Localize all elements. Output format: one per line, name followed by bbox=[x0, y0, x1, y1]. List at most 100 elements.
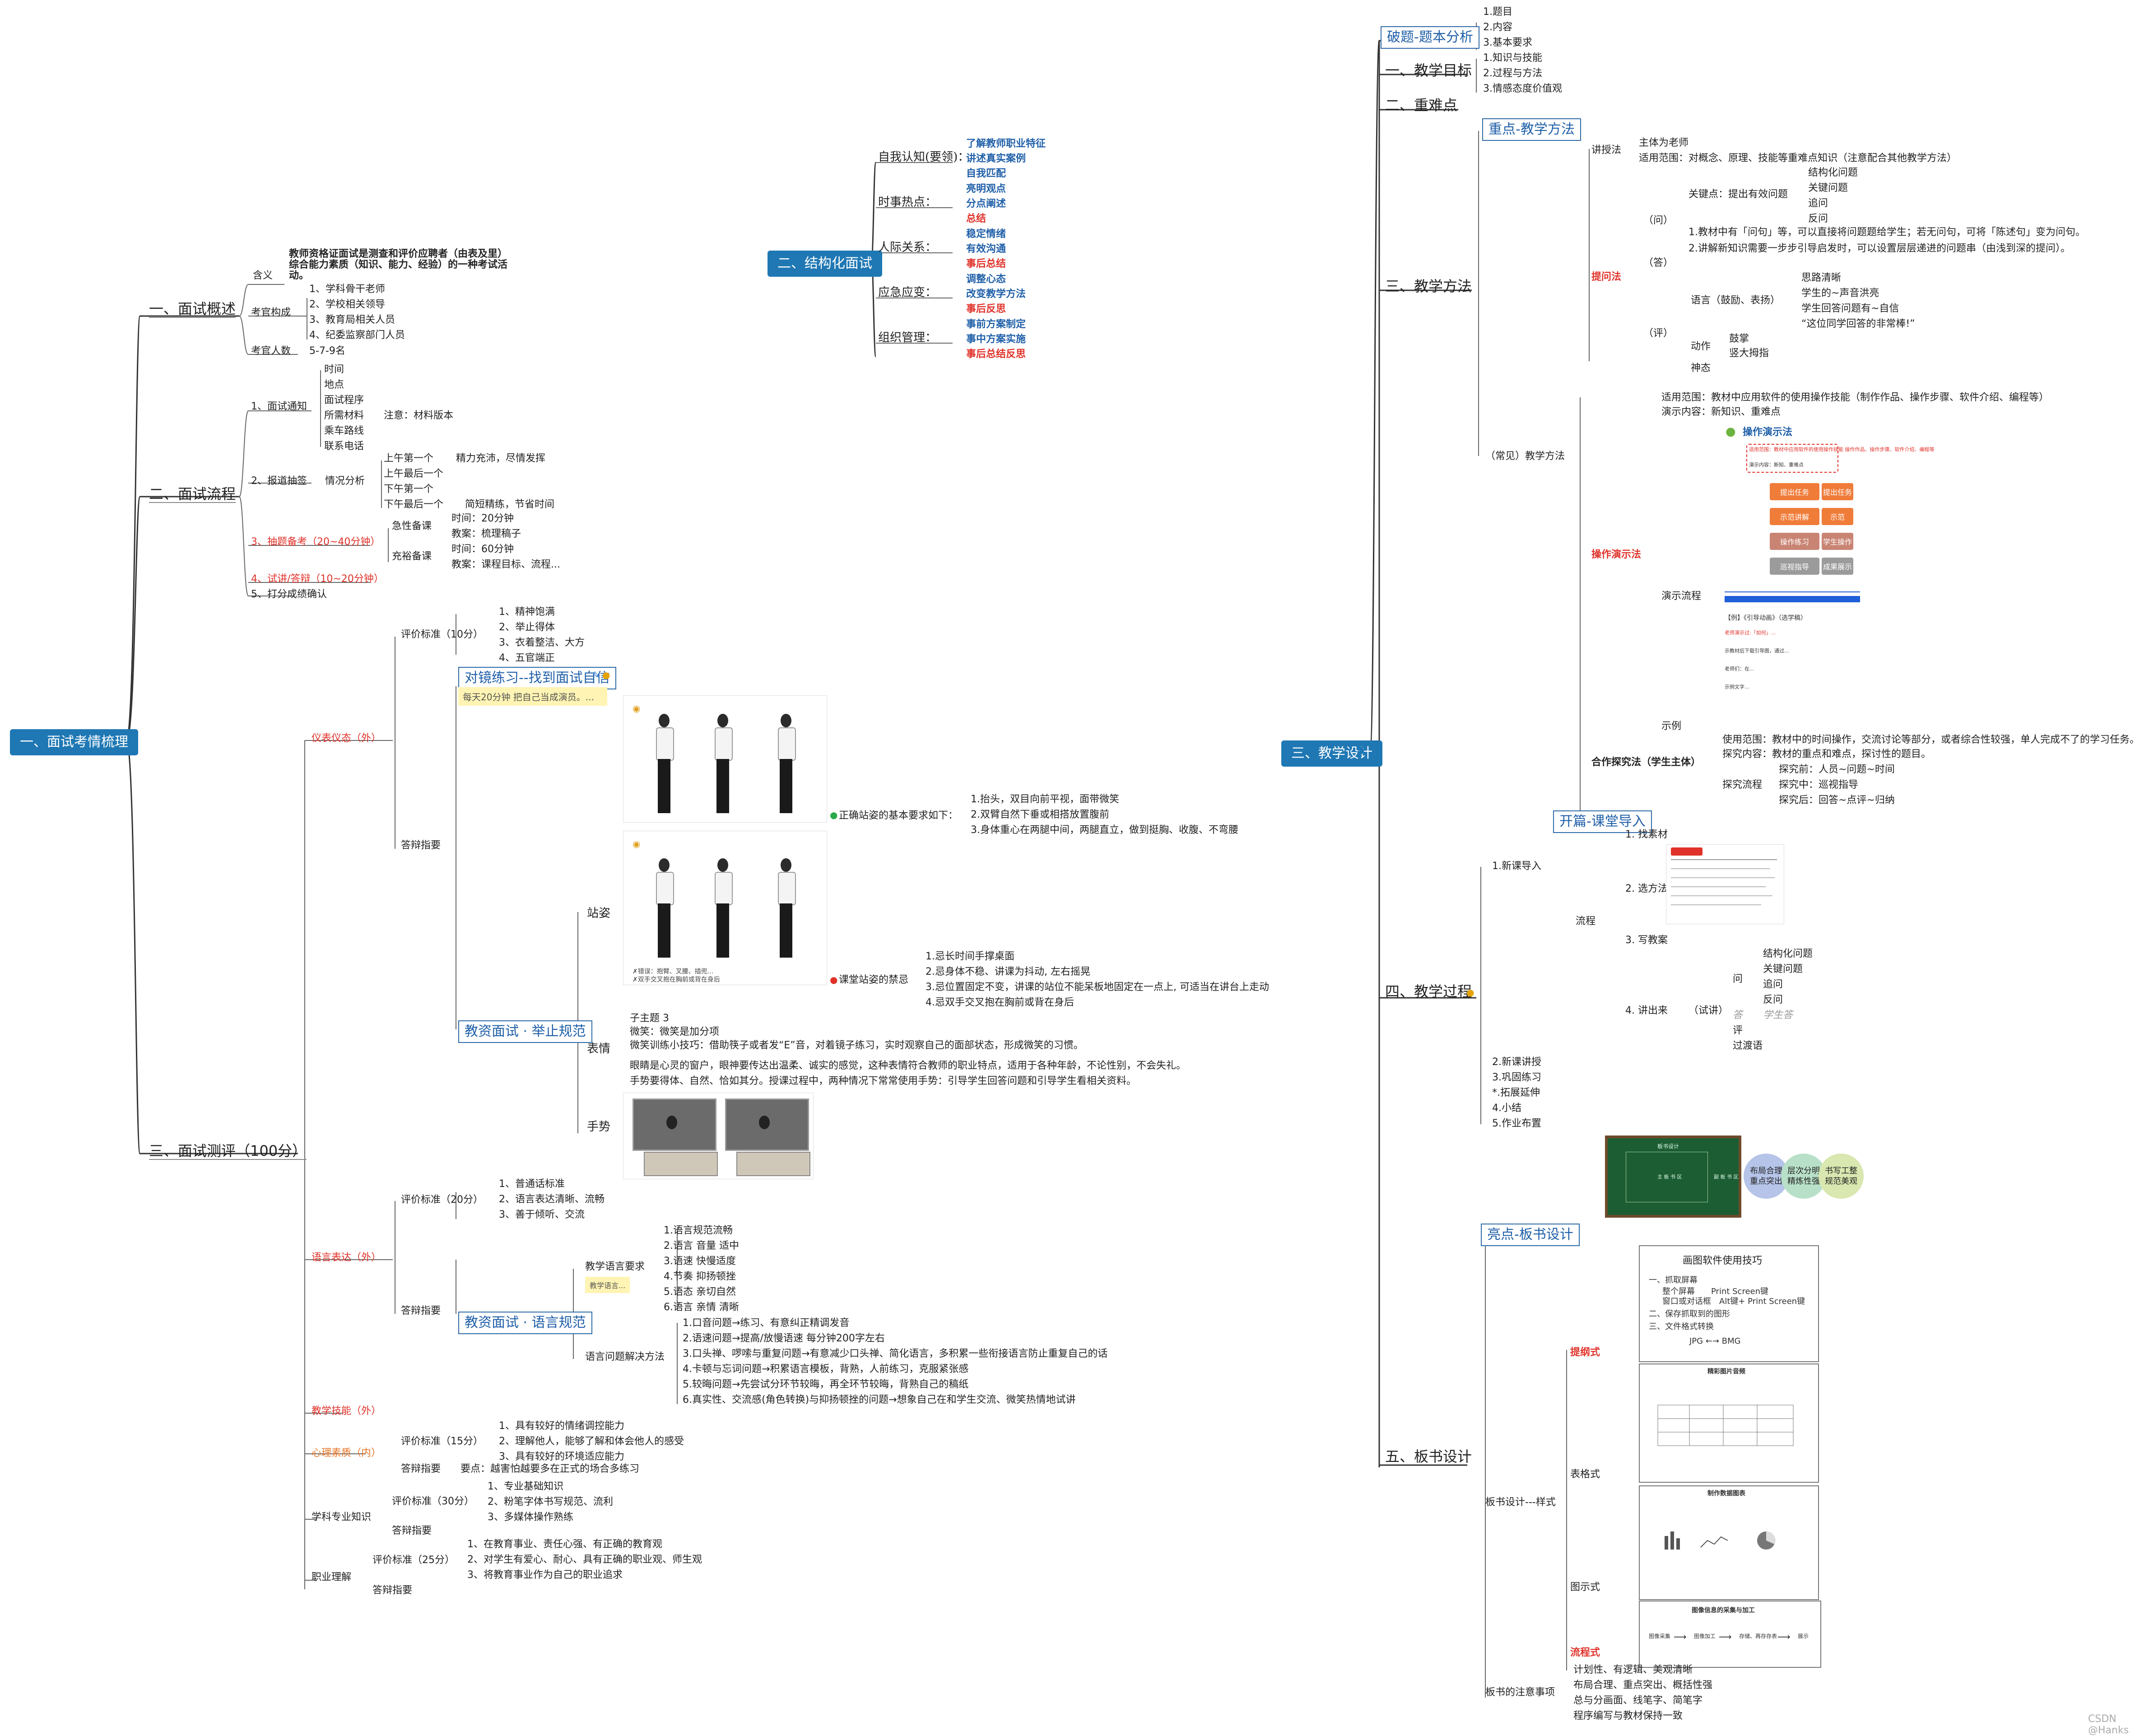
tongzhi-item: 时间 bbox=[324, 364, 344, 375]
mubiao[interactable]: 一、教学目标 bbox=[1385, 62, 1472, 79]
panel1-line: 整个屏幕 Print Screen键 bbox=[1662, 1287, 1769, 1296]
jixing: 急性备课 bbox=[392, 521, 432, 532]
liangdian-node[interactable]: 亮点-板书设计 bbox=[1481, 1224, 1580, 1246]
gj-item: 结构化问题 bbox=[1808, 167, 1858, 178]
da2: 答 bbox=[1733, 1010, 1743, 1021]
timeline-line bbox=[1725, 591, 1860, 592]
jinji: 课堂站姿的禁忌 bbox=[839, 974, 909, 986]
fangfa[interactable]: 三、教学方法 bbox=[1385, 278, 1472, 295]
dz-item: 鼓掌 bbox=[1729, 333, 1749, 344]
wen2-item: 反问 bbox=[1763, 994, 1783, 1005]
root-left-node[interactable]: 一、面试考情梳理 bbox=[10, 729, 138, 755]
bq-item: 子主题 3 bbox=[630, 1013, 669, 1024]
mid-group-item: 讲述真实案例 bbox=[966, 153, 1026, 164]
branch-process[interactable]: 二、面试流程 bbox=[149, 485, 236, 503]
shijiang: （试讲） bbox=[1688, 1005, 1729, 1016]
wenti-item: 2.语速问题→提高/放慢语速 每分钟200字左右 bbox=[683, 1333, 885, 1344]
guocheng-item: 4.小结 bbox=[1492, 1103, 1521, 1114]
pj25: 评价标准（25分） bbox=[372, 1554, 455, 1566]
mid-group-label[interactable]: 时事热点： bbox=[878, 195, 937, 209]
biaoqing: 表情 bbox=[587, 1042, 611, 1056]
panel4-step: 展示 bbox=[1798, 1633, 1809, 1639]
branch-overview[interactable]: 一、面试概述 bbox=[149, 300, 236, 318]
shoushi-text: 手势要得体、自然、恰如其分。授课过程中，两种情况下常常使用手势：引导学生回答问题… bbox=[630, 1075, 1137, 1087]
watermark: CSDN @Hanks bbox=[2088, 1713, 2129, 1736]
mubiao-item: 2.过程与方法 bbox=[1483, 68, 1542, 79]
mid-group-item: 改变教学方法 bbox=[966, 288, 1026, 300]
yy-item: “这位同学回答的非常棒!” bbox=[1801, 318, 1915, 330]
guocheng[interactable]: 四、教学过程 bbox=[1385, 983, 1472, 1000]
panel1-line: 窗口或对话框 Alt键+ Print Screen键 bbox=[1662, 1297, 1805, 1306]
person-figure bbox=[772, 714, 800, 818]
yaoqiu-item: 1.语言规范流畅 bbox=[664, 1225, 733, 1236]
flow-step: 示范讲解 bbox=[1770, 508, 1819, 525]
kaipian-node[interactable]: 开篇-课堂导入 bbox=[1553, 810, 1652, 833]
tiwen: 提问法 bbox=[1591, 271, 1622, 283]
yaoqiu-item: 2.语言 音量 适中 bbox=[664, 1240, 739, 1252]
guocheng-item: 3.巩固练习 bbox=[1492, 1072, 1541, 1083]
mid-group-label[interactable]: 应急应变： bbox=[878, 286, 937, 299]
zhuyi-item: 总与分画面、线笔字、简笔字 bbox=[1573, 1695, 1703, 1706]
wen2-item: 追问 bbox=[1763, 979, 1783, 990]
flow-step: 成果展示 bbox=[1822, 558, 1853, 575]
shili-line: 示教材后下载引导图，通过... bbox=[1725, 648, 1789, 654]
caozuo-sub: 演示内容：新知、重难点 bbox=[1749, 462, 1804, 468]
pj10: 评价标准（10分） bbox=[401, 629, 483, 640]
zhongnan[interactable]: 二、重难点 bbox=[1385, 97, 1458, 114]
mid-group-item: 事后总结反思 bbox=[966, 348, 1026, 360]
zhanzi: 站姿 bbox=[587, 907, 611, 920]
pj20: 评价标准（20分） bbox=[401, 1194, 483, 1205]
pj15-item: 1、具有较好的情绪调控能力 bbox=[499, 1420, 624, 1432]
qk-item: 下午第一个 bbox=[384, 484, 434, 495]
wen2-item: 关键问题 bbox=[1763, 963, 1803, 975]
shili-head: 【例】《引导动画》（选学稿） bbox=[1725, 614, 1807, 622]
guanjian: 关键点：提出有效问题 bbox=[1688, 189, 1788, 200]
branch-evaluation[interactable]: 三、面试测评（100分） bbox=[149, 1142, 307, 1160]
table-sketch bbox=[1657, 1405, 1794, 1446]
jiangchulai: 4. 讲出来 bbox=[1625, 1005, 1668, 1016]
yuyan-guifan-node[interactable]: 教资面试 · 语言规范 bbox=[458, 1312, 592, 1334]
jinji-item: 4.忌双手交叉抱在胸前或背在身后 bbox=[926, 997, 1074, 1008]
zhaosucai: 1. 找素材 bbox=[1625, 829, 1668, 840]
shijiang: 4、试讲/答辩（10~20分钟） bbox=[251, 573, 384, 585]
poti-item: 3.基本要求 bbox=[1483, 37, 1532, 48]
chongyu: 充裕备课 bbox=[392, 551, 432, 562]
root-right-node[interactable]: 三、教学设计 bbox=[1281, 740, 1382, 767]
zhuyi-item: 计划性、有逻辑、美观清晰 bbox=[1573, 1664, 1693, 1675]
mid-group-label[interactable]: 组织管理： bbox=[878, 331, 937, 344]
poti-node[interactable]: 破题-题本分析 bbox=[1381, 26, 1479, 49]
timeline-bar bbox=[1725, 596, 1860, 602]
panel1-line: 一、抓取屏幕 bbox=[1649, 1275, 1698, 1285]
zhengque-item: 2.双臂自然下垂或相搭放置腹前 bbox=[971, 809, 1109, 820]
number-icon: ◉ bbox=[633, 838, 641, 849]
yuyan-label: 语言（鼓励、表扬） bbox=[1691, 295, 1781, 306]
tongzhi: 1、面试通知 bbox=[251, 401, 307, 412]
tj-item: 探究后：回答~点评~归纳 bbox=[1779, 795, 1895, 806]
zhongdian-fangfa-node[interactable]: 重点-教学方法 bbox=[1482, 118, 1581, 141]
person-figure bbox=[651, 714, 678, 818]
beike: 3、抽题备考（20~40分钟） bbox=[251, 536, 381, 548]
panel3-title: 制作数据图表 bbox=[1707, 1490, 1745, 1497]
mubiao-item: 3.情感态度价值观 bbox=[1483, 83, 1562, 94]
mid-group-label[interactable]: 自我认知(要领)： bbox=[878, 150, 970, 164]
wenti-item: 3.口头禅、啰嗦与重复问题→有意减少口头禅、简化语言，多积累一些衔接语言防止重复… bbox=[683, 1348, 1108, 1359]
yy-item: 思路清晰 bbox=[1801, 272, 1842, 284]
banshu[interactable]: 五、板书设计 bbox=[1385, 1448, 1472, 1465]
mid-group-label[interactable]: 人际关系： bbox=[878, 241, 937, 254]
fig-caption: ✗错误：抱臂、叉腰、插兜... bbox=[633, 968, 714, 975]
kaoguan-label: 考官构成 bbox=[251, 307, 291, 318]
duijing-node[interactable]: 对镜练习--找到面试自信 bbox=[458, 667, 616, 689]
mid-group-item: 事中方案实施 bbox=[966, 333, 1026, 345]
caozuo-title: 操作演示法 bbox=[1743, 427, 1793, 438]
chart-sketch bbox=[1665, 1531, 1775, 1550]
pj10-item: 3、衣着整洁、大方 bbox=[499, 637, 585, 648]
tongzhi-item: 乘车路线 bbox=[324, 425, 364, 437]
dabian4: 答辩指要 bbox=[392, 1525, 432, 1536]
zhengque-item: 1.抬头，双目向前平视，面带微笑 bbox=[971, 794, 1119, 805]
zhiye: 职业理解 bbox=[312, 1572, 352, 1583]
board-text: 板书设计 bbox=[1657, 1143, 1679, 1150]
pj10-item: 1、精神饱满 bbox=[499, 606, 555, 618]
root-mid-node[interactable]: 二、结构化面试 bbox=[768, 251, 882, 277]
jvfan-node[interactable]: 教资面试 · 举止规范 bbox=[458, 1020, 592, 1043]
